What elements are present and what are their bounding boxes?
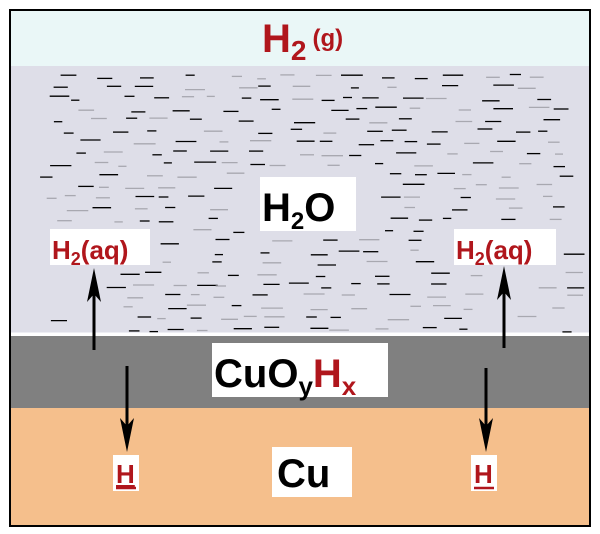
aq-left-bg xyxy=(50,229,150,265)
aq-left-label: H2(aq) xyxy=(52,235,128,269)
aq-right-label: H2(aq) xyxy=(456,235,532,269)
h-right-bg xyxy=(471,455,497,491)
frame-border xyxy=(9,9,591,527)
up-arrow-left xyxy=(87,268,101,350)
water-texture xyxy=(40,73,585,333)
gas-label: H2(g) xyxy=(262,17,343,66)
water-label: H2O xyxy=(262,186,335,235)
gas-layer xyxy=(10,10,590,66)
metal-label: Cu xyxy=(277,452,330,496)
h-left-label: H xyxy=(116,459,135,489)
up-arrow-right xyxy=(497,266,511,348)
down-arrow-right xyxy=(479,368,493,452)
water-label-bg xyxy=(260,177,356,231)
oxide-label: CuOyHx xyxy=(214,352,357,401)
oxide-label-bg xyxy=(212,343,388,397)
down-arrow-left xyxy=(120,366,134,452)
h-left-bg xyxy=(113,455,139,491)
metal-label-bg xyxy=(272,447,352,497)
h-right-label: H xyxy=(474,459,493,489)
aq-right-bg xyxy=(454,229,556,265)
